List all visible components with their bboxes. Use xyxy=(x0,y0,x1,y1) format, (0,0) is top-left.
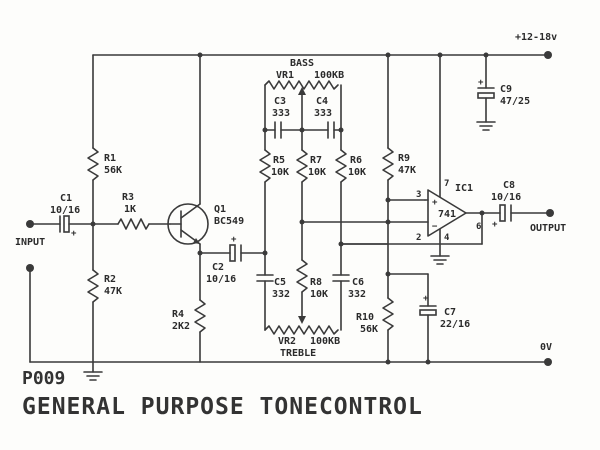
r3-value: 1K xyxy=(124,204,136,215)
r1-name: R1 xyxy=(104,153,116,164)
r4-resistor xyxy=(194,299,206,333)
project-code: P009 xyxy=(22,368,65,389)
svg-text:+: + xyxy=(231,235,237,245)
c6-capacitor xyxy=(332,274,350,282)
r8-resistor xyxy=(296,259,308,293)
r9-name: R9 xyxy=(398,153,410,164)
r3-resistor xyxy=(117,218,150,230)
r10-value: 56K xyxy=(360,324,378,335)
pin-4-label: 4 xyxy=(444,233,450,243)
c7-value: 22/16 xyxy=(440,319,470,330)
r2-value: 47K xyxy=(104,286,122,297)
r8-name: R8 xyxy=(310,277,322,288)
c3-capacitor xyxy=(274,121,282,139)
schematic-title: GENERAL PURPOSE TONECONTROL xyxy=(22,394,423,420)
c2-value: 10/16 xyxy=(206,274,236,285)
svg-text:−: − xyxy=(432,222,438,232)
c4-name: C4 xyxy=(316,96,328,107)
svg-text:+: + xyxy=(432,198,438,208)
r7-value: 10K xyxy=(308,167,326,178)
c7-capacitor xyxy=(419,305,437,316)
r9-value: 47K xyxy=(398,165,416,176)
r5-name: R5 xyxy=(273,155,285,166)
vr2-potentiometer xyxy=(264,325,339,335)
r9-resistor xyxy=(382,147,394,181)
c9-capacitor xyxy=(477,87,495,99)
output-terminal xyxy=(546,209,554,217)
r8-value: 10K xyxy=(310,289,328,300)
vr2-wiper-icon xyxy=(298,316,306,324)
ic-ground-icon xyxy=(430,255,450,265)
c4-value: 333 xyxy=(314,108,332,119)
ground-symbol-icon xyxy=(83,371,103,381)
svg-text:+: + xyxy=(478,78,484,88)
c3-name: C3 xyxy=(274,96,286,107)
c5-name: C5 xyxy=(274,277,286,288)
c4-capacitor xyxy=(327,121,335,139)
r1-resistor xyxy=(87,147,99,181)
pin-6-label: 6 xyxy=(476,222,481,232)
ic1-opamp xyxy=(427,189,467,237)
c8-value: 10/16 xyxy=(491,192,521,203)
c1-name: C1 xyxy=(60,193,72,204)
r3-name: R3 xyxy=(122,192,134,203)
r5-resistor xyxy=(259,149,271,183)
vr2-function: TREBLE xyxy=(280,348,316,359)
vr1-potentiometer xyxy=(264,80,339,90)
r4-name: R4 xyxy=(172,309,184,320)
c3-value: 333 xyxy=(272,108,290,119)
pin-3-label: 3 xyxy=(416,190,421,200)
q1-transistor xyxy=(167,203,209,245)
r6-resistor xyxy=(335,149,347,183)
r10-name: R10 xyxy=(356,312,374,323)
r7-name: R7 xyxy=(310,155,322,166)
c6-value: 332 xyxy=(348,289,366,300)
c2-capacitor xyxy=(229,244,242,262)
svg-text:+: + xyxy=(492,220,498,230)
r2-resistor xyxy=(87,269,99,303)
pin-7-label: 7 xyxy=(444,179,449,189)
output-label: OUTPUT xyxy=(530,223,566,234)
c9-value: 47/25 xyxy=(500,96,530,107)
c6-name: C6 xyxy=(352,277,364,288)
c9-ground-icon xyxy=(476,121,496,131)
c1-capacitor xyxy=(59,215,70,233)
r10-resistor xyxy=(382,297,394,331)
c5-capacitor xyxy=(256,274,274,282)
r5-value: 10K xyxy=(271,167,289,178)
svg-text:+: + xyxy=(71,229,77,239)
r6-value: 10K xyxy=(348,167,366,178)
positive-terminal xyxy=(544,51,552,59)
c9-name: C9 xyxy=(500,84,512,95)
r2-name: R2 xyxy=(104,274,116,285)
vr2-name: VR2 xyxy=(278,336,296,347)
supply-voltage-label: +12-18v xyxy=(515,32,557,43)
r6-name: R6 xyxy=(350,155,362,166)
c8-name: C8 xyxy=(503,180,515,191)
ic1-value: 741 xyxy=(438,209,456,220)
vr1-wiper-icon xyxy=(298,87,306,95)
pin-2-label: 2 xyxy=(416,233,421,243)
r7-resistor xyxy=(296,149,308,183)
q1-name: Q1 xyxy=(214,204,226,215)
input-label: INPUT xyxy=(15,237,45,248)
vr2-value: 100KB xyxy=(310,336,340,347)
vr1-value: 100KB xyxy=(314,70,344,81)
c8-capacitor xyxy=(499,204,512,222)
r4-value: 2K2 xyxy=(172,321,190,332)
c7-name: C7 xyxy=(444,307,456,318)
ground-terminal xyxy=(544,358,552,366)
ground-voltage-label: 0V xyxy=(540,342,552,353)
vr1-name: VR1 xyxy=(276,70,294,81)
c5-value: 332 xyxy=(272,289,290,300)
vr1-function: BASS xyxy=(290,58,314,69)
c1-value: 10/16 xyxy=(50,205,80,216)
r1-value: 56K xyxy=(104,165,122,176)
c2-name: C2 xyxy=(212,262,224,273)
svg-text:+: + xyxy=(423,294,429,304)
q1-value: BC549 xyxy=(214,216,244,227)
ic1-name: IC1 xyxy=(455,183,473,194)
